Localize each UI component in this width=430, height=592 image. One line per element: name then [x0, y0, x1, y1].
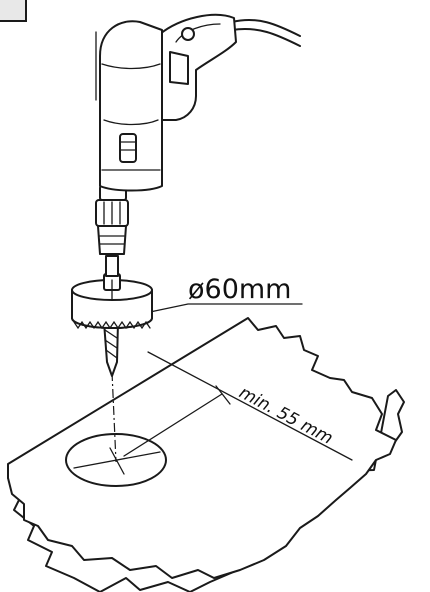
power-drill [95, 13, 301, 192]
dimension-arrow-tick [215, 385, 231, 405]
drill-axis-line [111, 371, 117, 463]
dimension-line [123, 393, 223, 457]
drill-chuck [95, 185, 129, 255]
hole-saw [71, 273, 153, 330]
diameter-leader-line [149, 303, 303, 313]
hole-crosshair-b [109, 447, 125, 475]
workpiece-board [7, 317, 397, 579]
power-cord [231, 18, 301, 37]
diameter-label: ø60mm [188, 274, 291, 305]
dimension-extension-edge [147, 351, 353, 461]
corner-tag [0, 0, 27, 22]
arbor-shank [105, 255, 119, 277]
pilot-drill-bit [103, 321, 119, 377]
